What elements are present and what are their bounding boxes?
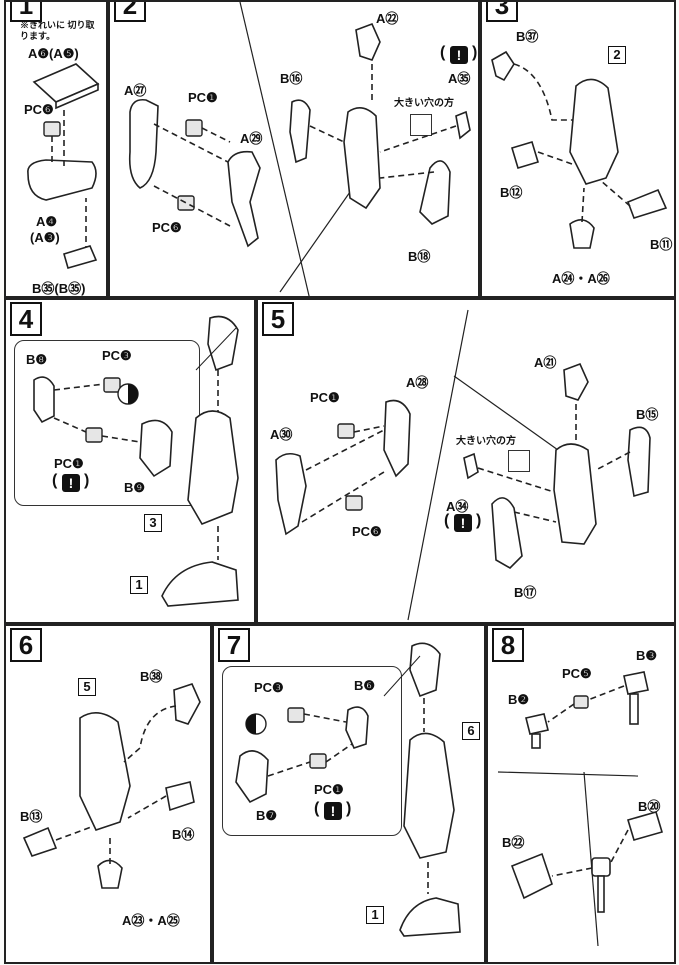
step-2-number: 2 [114, 2, 146, 22]
hole-detail-icon [410, 114, 432, 136]
step-6-diagram [22, 683, 201, 889]
label-b11: B⑪ [650, 237, 673, 252]
label-b3: B❸ [636, 648, 658, 663]
step-7-number: 7 [218, 628, 250, 662]
label-a29: A㉙ [240, 131, 263, 146]
label-pc-b: PC❸ [102, 348, 132, 363]
warning-paren: ) [472, 44, 478, 61]
ref-step-1: 1 [366, 906, 384, 924]
ref-step-5: 5 [78, 678, 96, 696]
label-b16: B⑯ [280, 71, 303, 86]
step-2-diagram [128, 2, 471, 296]
label-pc-e: PC❺ [562, 666, 592, 681]
label-pc-j: PC❶ [188, 90, 218, 105]
label-b38: B㊳ [140, 669, 163, 684]
label-a4: A❹ [36, 214, 58, 229]
warning-icon: ! [450, 46, 468, 64]
label-a22: A㉒ [376, 11, 399, 26]
ref-step-3: 3 [144, 514, 162, 532]
warning-icon: ! [324, 802, 342, 820]
label-a30: A㉚ [270, 427, 293, 442]
ref-step-2: 2 [608, 46, 626, 64]
label-a35: A㉟ [448, 71, 471, 86]
label-b8: B❽ [26, 352, 48, 367]
label-b7: B❼ [256, 808, 278, 823]
label-b37: B㊲ [516, 29, 539, 44]
warning-paren: ( [440, 44, 446, 61]
step-5-panel: 5 A㉘ PC❶ A㉚ PC❻ A㉑ B⑮ 大きい穴の方 A㉞ B⑰ ( ! ) [256, 298, 676, 624]
step-1-panel: 1 ※きれいに 切り取ります。 A❻(A❺) PC❻ A❹ (A❸) B㉟(B㉟… [4, 0, 108, 298]
label-a28: A㉘ [406, 375, 429, 390]
label-a27: A㉗ [124, 83, 147, 98]
label-b35: B㉟(B㉟) [32, 281, 86, 296]
warning-paren: ) [84, 472, 90, 489]
label-larger-hole: 大きい穴の方 [456, 436, 516, 447]
ref-step-1: 1 [130, 576, 148, 594]
ref-step-6: 6 [462, 722, 480, 740]
label-b9: B❾ [124, 480, 146, 495]
label-b17: B⑰ [514, 585, 537, 600]
label-b22: B㉒ [502, 835, 525, 850]
label-pc-j: PC❶ [310, 390, 340, 405]
label-pc-f: PC❻ [152, 220, 182, 235]
step-1-note: ※きれいに 切り取ります。 [20, 20, 95, 41]
label-a3: (A❸) [30, 230, 60, 245]
step-4-diagram [33, 315, 239, 607]
label-b2: B❷ [508, 692, 530, 707]
label-b12: B⑫ [500, 185, 523, 200]
step-8-number: 8 [492, 628, 524, 662]
label-pc-i: PC❶ [314, 782, 344, 797]
step-2-panel: 2 A㉗ PC❶ A㉙ PC❻ A㉒ B⑯ A㉟ 大きい穴の方 B⑱ ( ! ) [108, 0, 480, 298]
label-a23-a25: A㉓・A㉕ [122, 913, 180, 928]
label-a6: A❻(A❺) [28, 46, 79, 61]
warning-paren: ) [346, 800, 352, 817]
warning-icon: ! [454, 514, 472, 532]
warning-paren: ( [444, 512, 450, 529]
warning-paren: ( [314, 800, 320, 817]
warning-icon: ! [62, 474, 80, 492]
label-pc-c: PC❻ [24, 102, 54, 117]
label-b13: B⑬ [20, 809, 43, 824]
label-a24-a26: A㉔・A㉖ [552, 271, 610, 286]
label-b14: B⑭ [172, 827, 195, 842]
hole-detail-icon [508, 450, 530, 472]
label-a34: A㉞ [446, 499, 469, 514]
label-larger-hole: 大きい穴の方 [394, 98, 454, 109]
label-b15: B⑮ [636, 407, 659, 422]
step-4-panel: 4 B❽ PC❸ PC❶ B❾ ( ! ) 3 1 [4, 298, 256, 624]
step-1-diagram [27, 63, 100, 269]
label-pc-i: PC❶ [54, 456, 84, 471]
step-3-panel: 3 2 B㊲ B⑫ B⑪ A㉔・A㉖ [480, 0, 676, 298]
step-5-number: 5 [262, 302, 294, 336]
step-7-diagram [235, 642, 461, 937]
label-pc-b: PC❸ [254, 680, 284, 695]
step-6-number: 6 [10, 628, 42, 662]
step-3-diagram [491, 50, 668, 249]
label-pc-f: PC❻ [352, 524, 382, 539]
step-7-panel: 7 PC❸ B❻ PC❶ B❼ ( ! ) 6 1 [212, 624, 486, 964]
label-a21: A㉑ [534, 355, 557, 370]
step-8-diagram [497, 671, 663, 947]
step-5-diagram [275, 309, 651, 621]
label-b20: B⑳ [638, 799, 661, 814]
step-8-panel: 8 B❸ PC❺ B❷ B⑳ B㉒ [486, 624, 676, 964]
step-1-number: 1 [10, 2, 42, 22]
step-4-number: 4 [10, 302, 42, 336]
warning-paren: ( [52, 472, 58, 489]
warning-paren: ) [476, 512, 482, 529]
label-b6: B❻ [354, 678, 376, 693]
step-6-panel: 6 5 B㊳ B⑬ B⑭ A㉓・A㉕ [4, 624, 212, 964]
step-3-number: 3 [486, 2, 518, 22]
label-b18: B⑱ [408, 249, 431, 264]
